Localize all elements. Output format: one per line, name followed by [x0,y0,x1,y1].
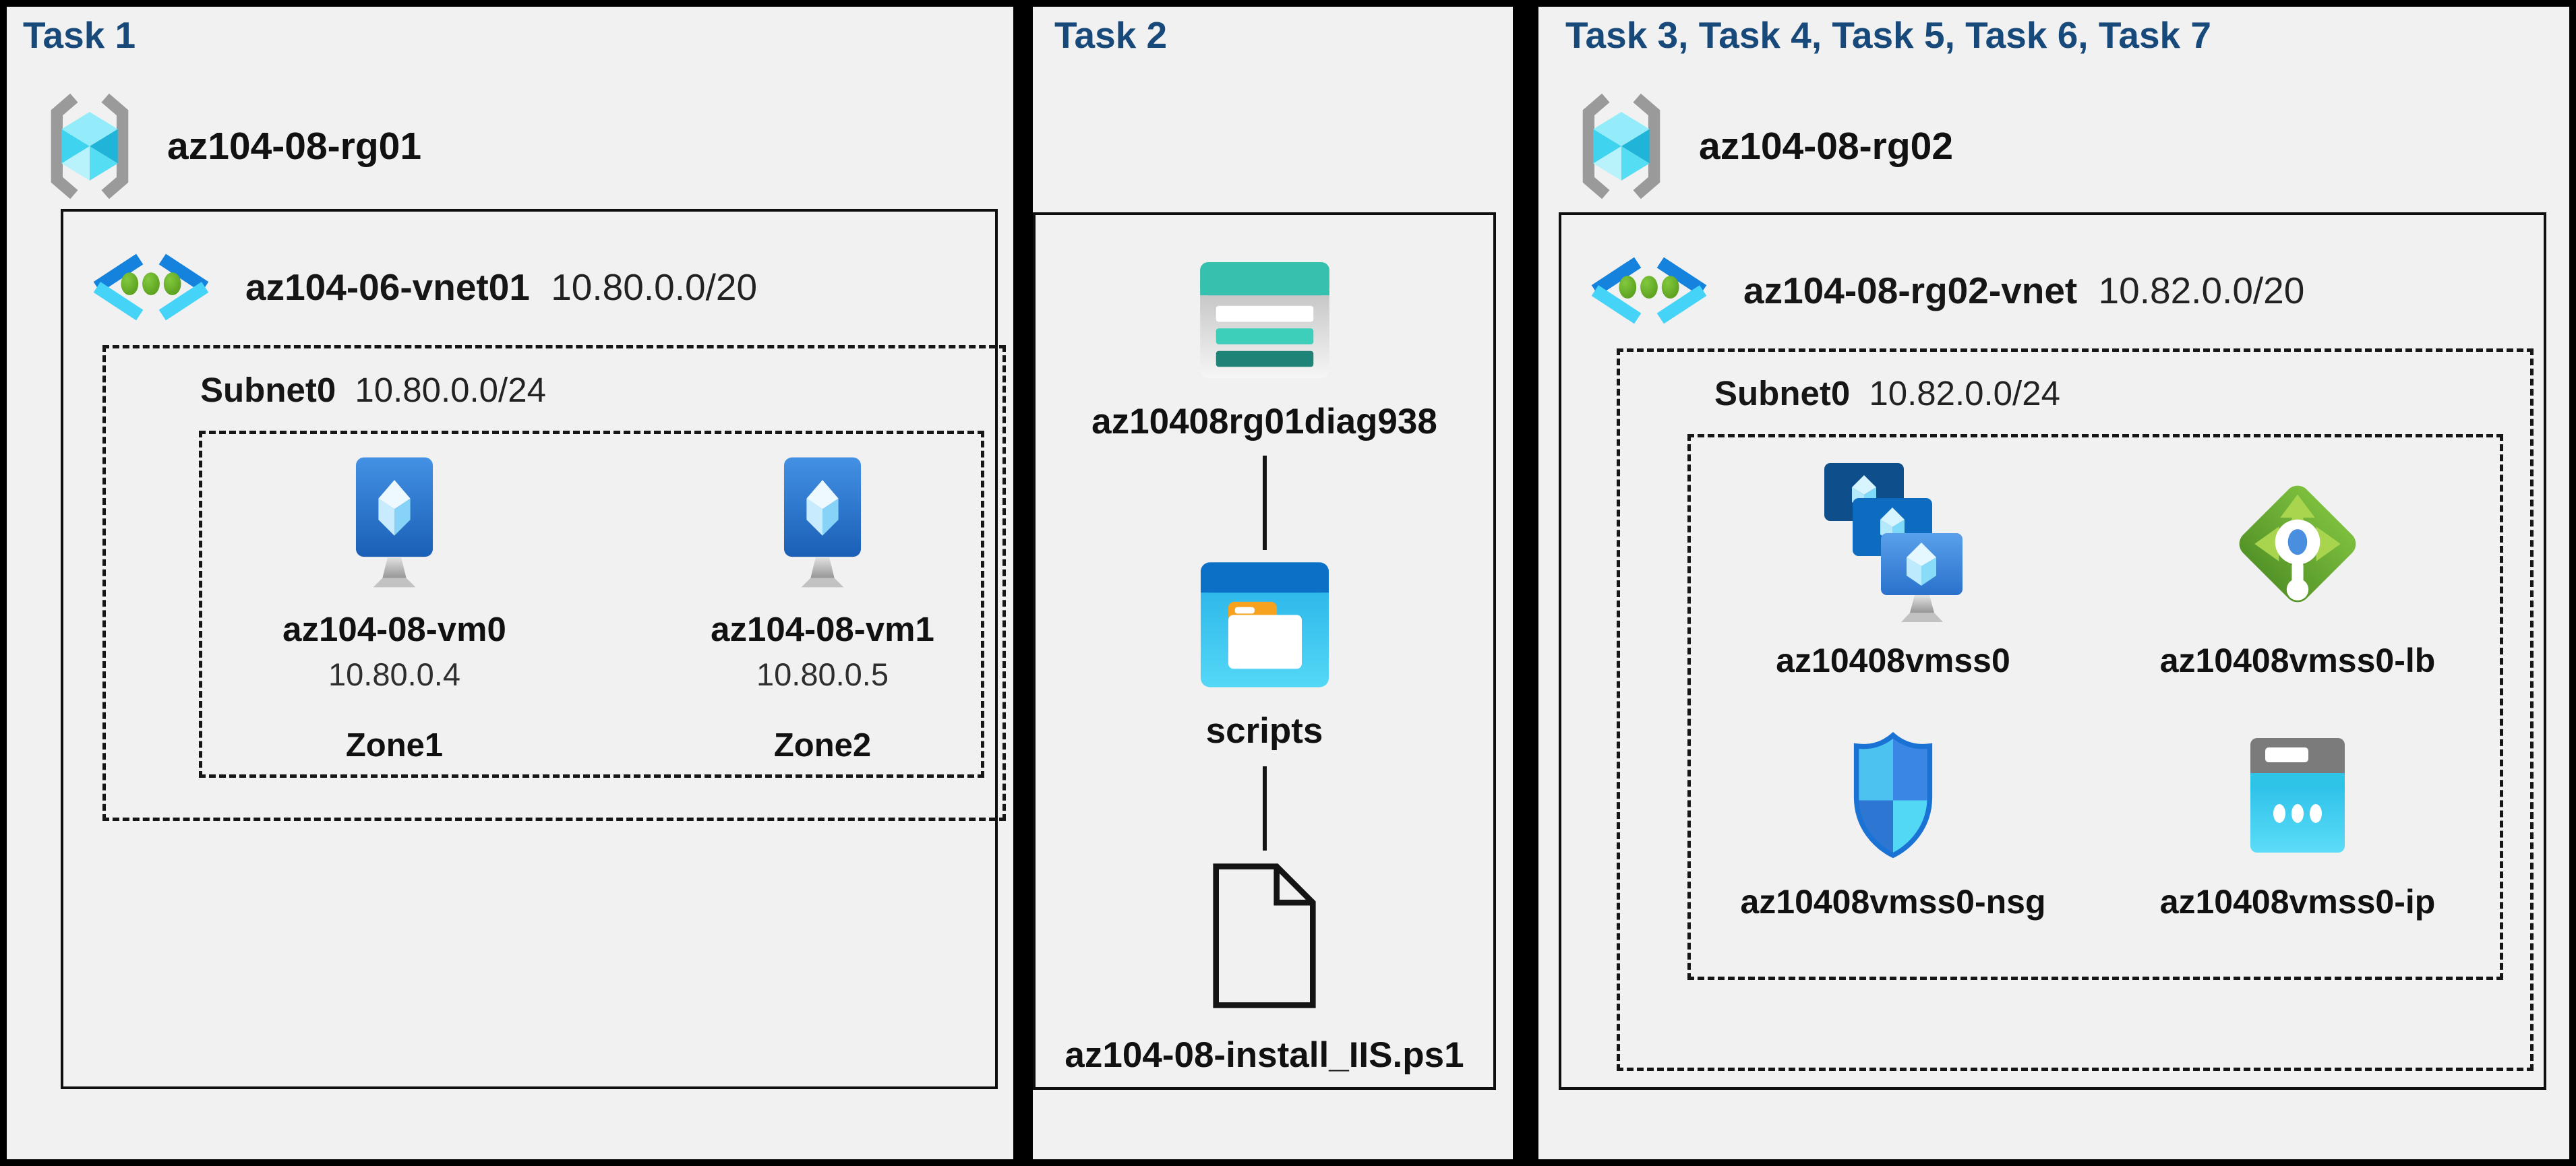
container-name: scripts [1205,711,1323,751]
vm-ip: 10.80.0.5 [756,656,889,692]
storage-account-name: az10408rg01diag938 [1091,402,1437,441]
subnet-cidr: 10.82.0.0/24 [1869,374,2060,412]
vnet-name: az104-06-vnet01 [245,266,530,308]
vnet-label: az104-06-vnet01 10.80.0.0/20 [245,266,757,309]
subnet-cidr: 10.80.0.0/24 [355,371,546,409]
icon-slot [2250,718,2345,873]
task3-vnet-box: az104-08-rg02-vnet 10.82.0.0/20 Subnet0 … [1559,212,2546,1090]
task3-vnet: az104-08-rg02-vnet 10.82.0.0/20 [1586,255,2304,326]
vm-scale-set-icon [1824,463,1963,622]
task3-panel: Task 3, Task 4, Task 5, Task 6, Task 7 a… [1538,7,2569,1159]
resource-name: az10408vmss0-ip [2159,883,2436,921]
resource-name: az10408vmss0 [1776,642,2010,679]
task1-title: Task 1 [23,14,136,56]
vnet-cidr: 10.80.0.0/20 [551,266,758,308]
virtual-network-icon [93,253,209,321]
vm-zone: Zone2 [773,727,872,764]
virtual-machine-icon [783,457,862,588]
vm-zone: Zone1 [345,727,444,764]
icon-slot [1824,456,1963,632]
task3-subnet-box: Subnet0 10.82.0.0/24 [1617,348,2534,1071]
task2-box: az10408rg01diag938 scripts az104-08-inst… [1033,212,1496,1090]
resource-name: az10408vmss0-lb [2159,642,2436,679]
vm-name: az104-08-vm0 [282,610,506,648]
grid-cell-vmss: az10408vmss0 [1691,437,2095,707]
resource-group-name: az104-08-rg02 [1699,125,1954,168]
task3-resource-grid: az10408vmss0 [1687,434,2503,980]
script-file-name: az104-08-install_IIS.ps1 [1065,1035,1464,1075]
task1-vm-zone-box: az104-08-vm0 10.80.0.4 Zone1 az104-08-vm… [199,431,984,778]
virtual-network-icon [1591,257,1707,324]
virtual-machine-icon [355,457,433,588]
subnet-name: Subnet0 [200,371,336,409]
load-balancer-icon [2239,485,2356,603]
task3-subnet-label: Subnet0 10.82.0.0/24 [1714,373,2060,413]
resource-name: az10408vmss0-nsg [1740,883,2046,921]
task2-title: Task 2 [1054,14,1168,56]
resource-group-icon [1582,93,1660,200]
blob-container-icon [1200,562,1329,687]
grid-cell-load-balancer: az10408vmss0-lb [2095,437,2500,707]
task2-panel: Task 2 az10408rg01diag938 scripts az104-… [1033,7,1513,1159]
task1-vnet: az104-06-vnet01 10.80.0.0/20 [88,252,757,322]
script-file-icon [1213,863,1316,1008]
resource-group-name: az104-08-rg01 [167,125,422,168]
task1-subnet-box: Subnet0 10.80.0.0/24 az104-08-vm0 10.80.… [102,345,1006,821]
vnet-name: az104-08-rg02-vnet [1743,270,2078,311]
connector-line [1262,456,1267,550]
grid-cell-nsg: az10408vmss0-nsg [1691,707,2095,977]
vm-name: az104-08-vm1 [711,610,934,648]
task3-resource-group: az104-08-rg02 [1571,92,1953,201]
icon-slot [2230,456,2365,632]
vm-item: az104-08-vm0 10.80.0.4 Zone1 [276,434,512,764]
vm-item: az104-08-vm1 10.80.0.5 Zone2 [705,434,940,764]
task3-title: Task 3, Task 4, Task 5, Task 6, Task 7 [1565,14,2211,56]
grid-cell-public-ip: az10408vmss0-ip [2095,707,2500,977]
connector-line [1262,766,1267,851]
vnet-label: az104-08-rg02-vnet 10.82.0.0/20 [1743,269,2304,312]
storage-account-icon [1199,262,1329,378]
vnet-cidr: 10.82.0.0/20 [2098,270,2305,311]
vm-ip: 10.80.0.4 [328,656,460,692]
task1-panel: Task 1 az104-08-rg01 az104-06 [7,7,1013,1159]
network-security-group-icon [1853,731,1933,859]
subnet-name: Subnet0 [1714,374,1851,412]
icon-slot [1843,718,1944,873]
public-ip-icon [2250,738,2345,853]
task1-vnet-box: az104-06-vnet01 10.80.0.0/20 Subnet0 10.… [61,209,1006,1089]
task1-resource-group: az104-08-rg01 [39,92,421,201]
resource-group-icon [51,93,129,200]
task1-subnet-label: Subnet0 10.80.0.0/24 [200,370,546,410]
